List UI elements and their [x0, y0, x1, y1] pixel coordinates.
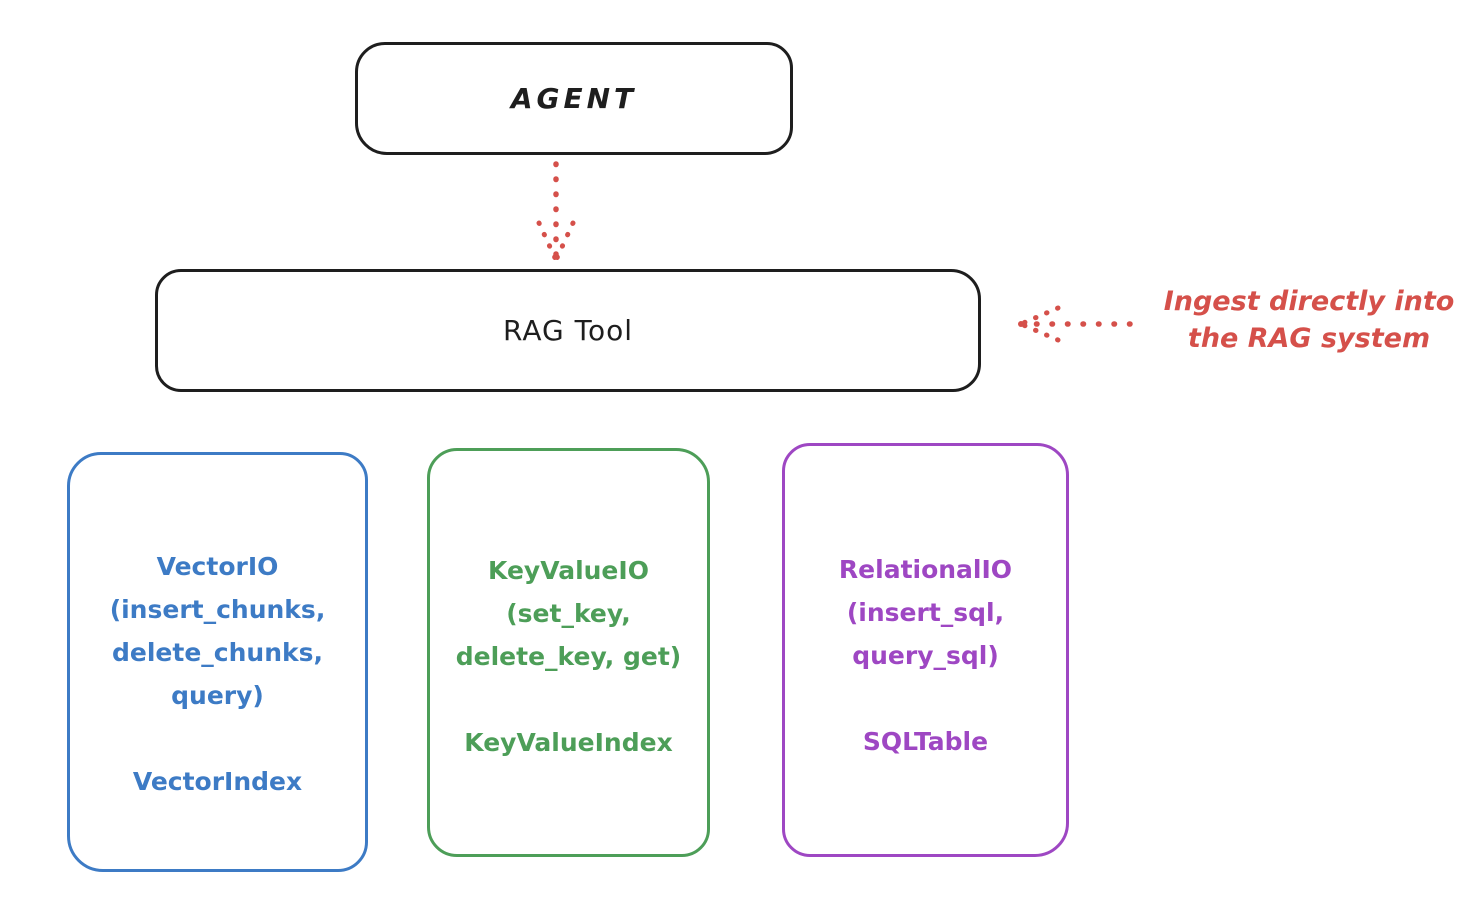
rag-tool-node: RAG Tool	[155, 269, 981, 392]
relational-io-node-text: RelationalIO (insert_sql, query_sql) SQL…	[839, 548, 1012, 763]
relational-io-node: RelationalIO (insert_sql, query_sql) SQL…	[782, 443, 1069, 857]
ingest-annotation: Ingest directly into the RAG system	[1138, 283, 1480, 357]
vector-index-label: VectorIndex	[132, 767, 303, 796]
ingest-annotation-line2: the RAG system	[1187, 323, 1431, 354]
relational-io-title: RelationalIO	[838, 555, 1013, 584]
vector-io-node-text: VectorIO (insert_chunks, delete_chunks, …	[110, 545, 326, 803]
left-dotted-arrow-icon	[1018, 305, 1133, 343]
down-dotted-arrow-icon	[536, 161, 576, 263]
keyvalue-io-node: KeyValueIO (set_key, delete_key, get) Ke…	[427, 448, 710, 857]
relational-io-methods-line1: (insert_sql,	[846, 598, 1005, 627]
vector-io-title: VectorIO	[156, 552, 279, 581]
vector-io-methods-line1: (insert_chunks,	[109, 595, 326, 624]
keyvalue-io-title: KeyValueIO	[488, 556, 649, 585]
vector-io-methods-line3: query)	[171, 681, 264, 710]
keyvalue-io-methods-line1: (set_key,	[506, 599, 631, 628]
annotation-to-ragtool-arrow	[1014, 300, 1138, 348]
keyvalue-index-label: KeyValueIndex	[464, 728, 673, 757]
ingest-annotation-line1: Ingest directly into	[1163, 286, 1455, 317]
relational-io-methods-line2: query_sql)	[852, 641, 999, 670]
vector-io-node: VectorIO (insert_chunks, delete_chunks, …	[67, 452, 368, 872]
agent-node: AGENT	[355, 42, 793, 155]
agent-node-label: AGENT	[510, 82, 638, 115]
sql-table-label: SQLTable	[862, 727, 989, 756]
rag-tool-node-label: RAG Tool	[503, 314, 633, 347]
keyvalue-io-node-text: KeyValueIO (set_key, delete_key, get) Ke…	[456, 549, 681, 764]
vector-io-methods-line2: delete_chunks,	[112, 638, 323, 667]
keyvalue-io-methods-line2: delete_key, get)	[455, 642, 682, 671]
agent-to-ragtool-arrow	[534, 160, 578, 266]
